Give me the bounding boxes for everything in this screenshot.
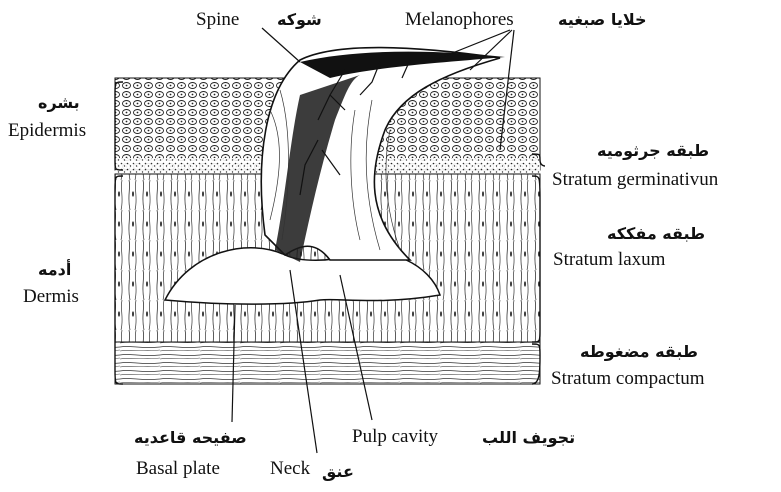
- germinativum-label-ar: طبقه جرثوميه: [597, 143, 709, 159]
- dermis-label-ar: أدمه: [38, 262, 71, 278]
- epidermis-label-ar: بشره: [38, 95, 80, 111]
- spine-label-en: Spine: [196, 10, 239, 29]
- pulp-cavity-label-ar: تجويف اللب: [482, 430, 575, 446]
- stratum-compactum-layer: [115, 342, 540, 384]
- dermis-label-en: Dermis: [23, 287, 79, 306]
- spine-label-ar: شوكه: [277, 12, 322, 28]
- basal-plate-label-ar: صفيحه قاعديه: [134, 430, 247, 446]
- compactum-label-en: Stratum compactum: [551, 369, 705, 388]
- compactum-label-ar: طبقه مضغوطه: [580, 344, 698, 360]
- basal-plate-label-en: Basal plate: [136, 459, 220, 478]
- laxum-label-en: Stratum laxum: [553, 250, 665, 269]
- neck-label-ar: عنق: [322, 464, 354, 480]
- melanophores-label-ar: خلايا صبغيه: [558, 12, 647, 28]
- germinativum-label-en: Stratum germinativun: [552, 170, 718, 189]
- pulp-cavity-label-en: Pulp cavity: [352, 427, 438, 446]
- melanophores-label-en: Melanophores: [405, 10, 514, 29]
- laxum-label-ar: طبقه مفككه: [607, 226, 705, 242]
- neck-label-en: Neck: [270, 459, 310, 478]
- epidermis-label-en: Epidermis: [8, 121, 86, 140]
